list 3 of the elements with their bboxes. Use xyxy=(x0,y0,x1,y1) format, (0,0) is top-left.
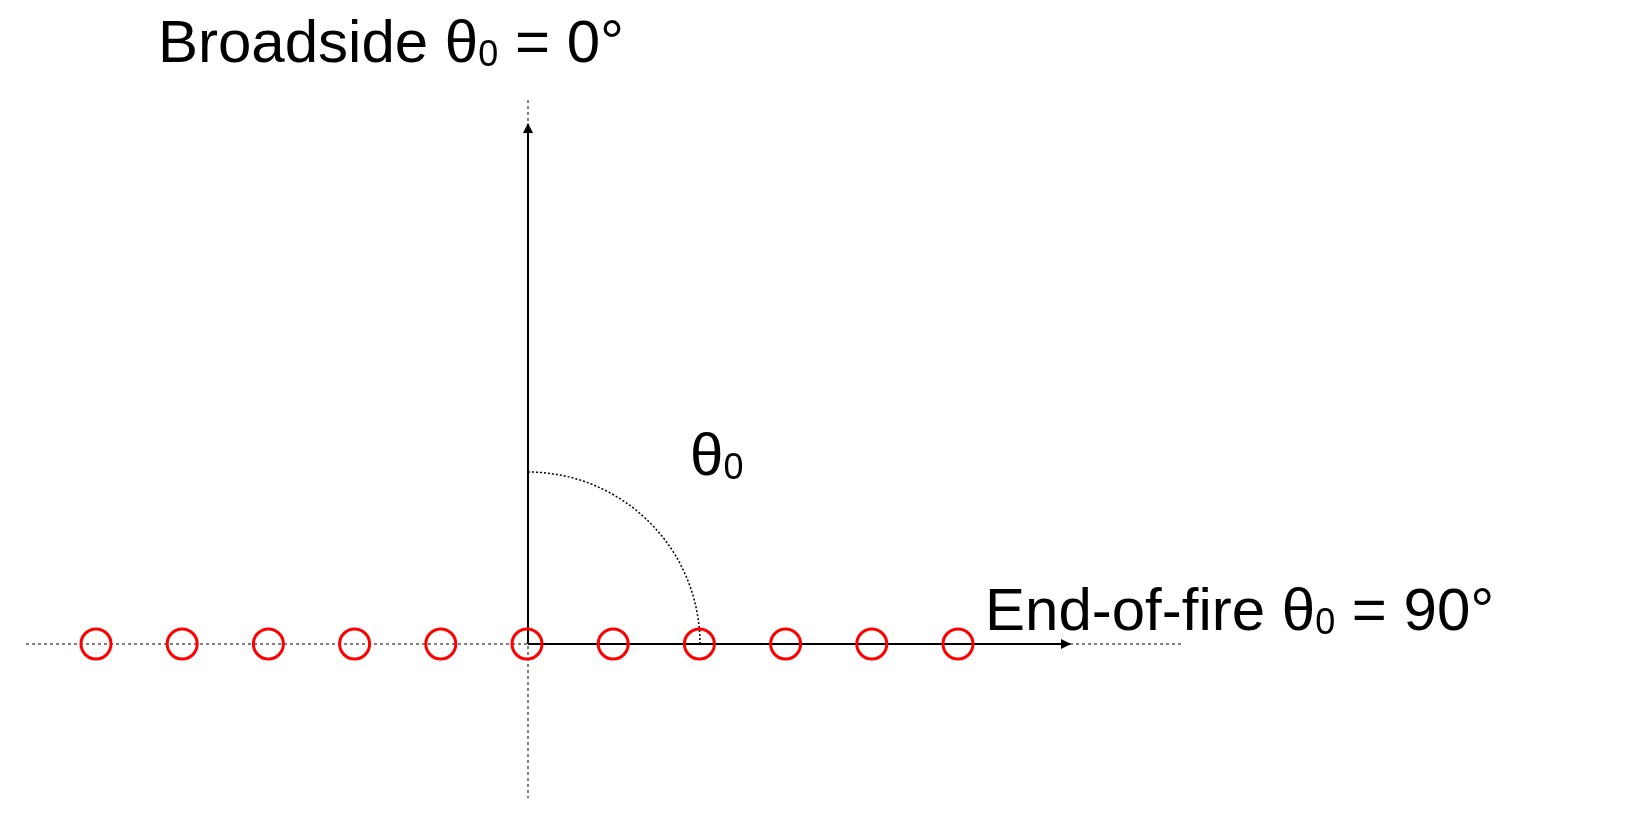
axis-label: End-of-fire θ$_{0}$ = 90° xyxy=(985,580,1495,640)
axis-label: Broadside θ$_{0}$ = 0° xyxy=(158,12,624,72)
angle-label: θ$_{0}$ xyxy=(690,425,744,485)
